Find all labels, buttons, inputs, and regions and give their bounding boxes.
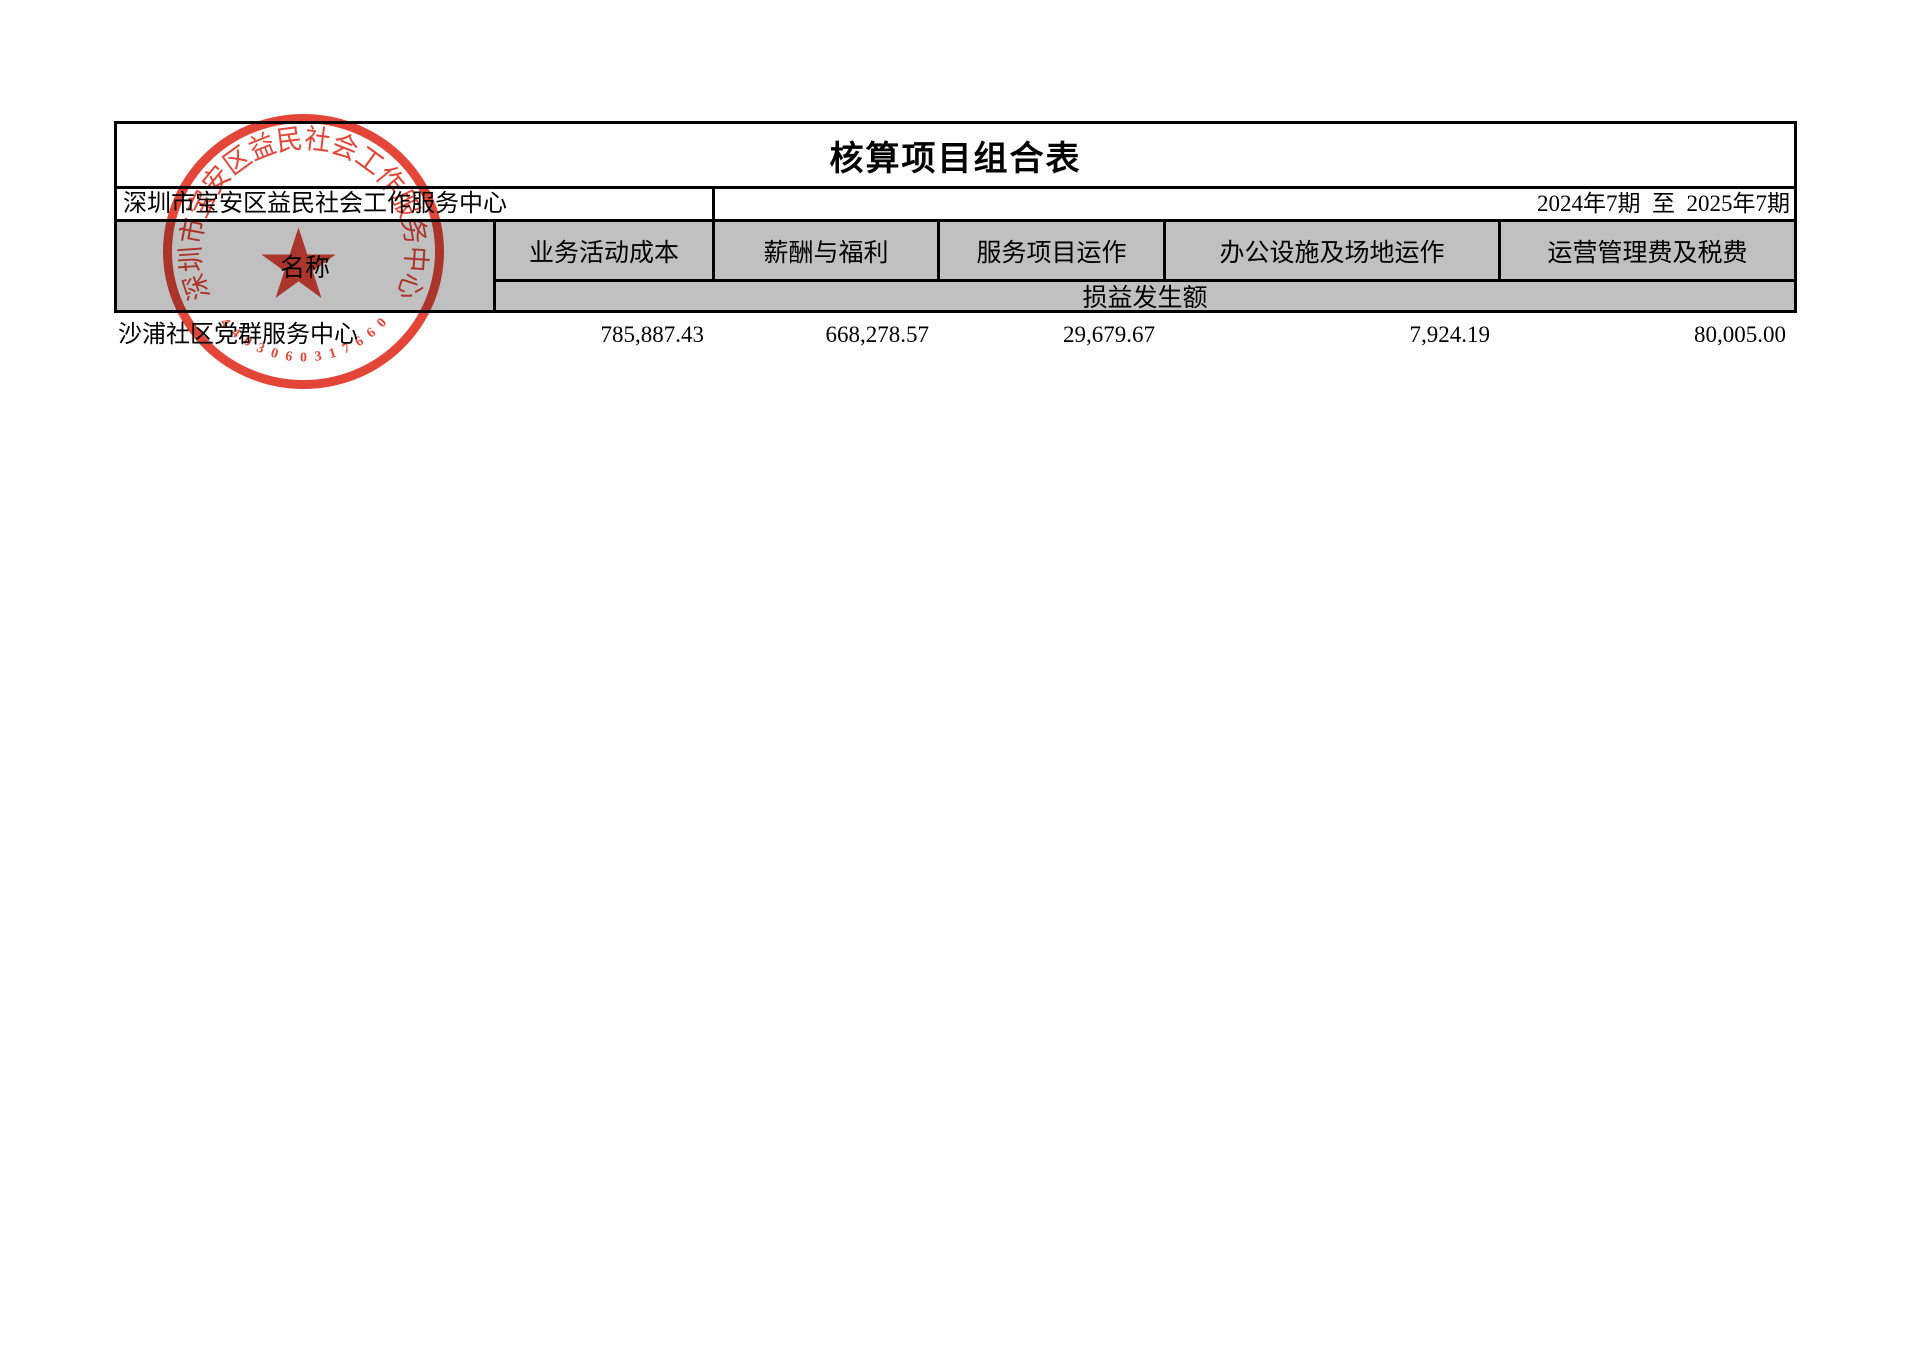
grid-line [712,222,715,279]
column-header-business-activity-cost: 业务活动成本 [528,239,679,267]
column-header-office-facility: 办公设施及场地运作 [1219,239,1445,267]
page-title: 核算项目组合表 [829,140,1082,178]
seal-serial-number: 4403060317660 [217,316,390,366]
seal-ring [163,114,444,389]
grid-line [1498,222,1501,279]
subheader-profit-loss-amount: 损益发生额 [1082,285,1208,312]
company-seal: 深圳市宝安区益民社会工作服务中心 4403060317660 [163,114,444,389]
row-value-salary-welfare: 668,278.57 [825,322,930,347]
grid-line [937,222,940,279]
table-row: 沙浦社区党群服务中心 785,887.43 668,278.57 29,679.… [114,320,1797,350]
column-header-service-project: 服务项目运作 [976,239,1127,267]
row-value-service-project: 29,679.67 [1063,322,1155,347]
grid-line [493,222,496,310]
row-name-cell: 沙浦社区党群服务中心 [118,322,358,348]
column-header-salary-welfare: 薪酬与福利 [763,239,889,267]
svg-text:4403060317660: 4403060317660 [217,316,390,366]
grid-line [493,279,1794,282]
seal-star-icon [261,227,336,299]
company-name: 深圳市宝安区益民社会工作服务中心 [123,191,507,217]
period-range: 2024年7期 至 2025年7期 [1537,191,1790,216]
row-value-operation-tax: 80,005.00 [1694,322,1786,347]
org-row: 深圳市宝安区益民社会工作服务中心 2024年7期 至 2025年7期 [117,189,1794,222]
row-value-business-activity-cost: 785,887.43 [600,322,705,347]
column-header-operation-tax: 运营管理费及税费 [1547,239,1748,267]
org-row-divider [712,189,715,219]
title-row: 核算项目组合表 [117,124,1794,189]
grid-line [1163,222,1166,279]
row-value-office-facility: 7,924.19 [1409,322,1491,347]
